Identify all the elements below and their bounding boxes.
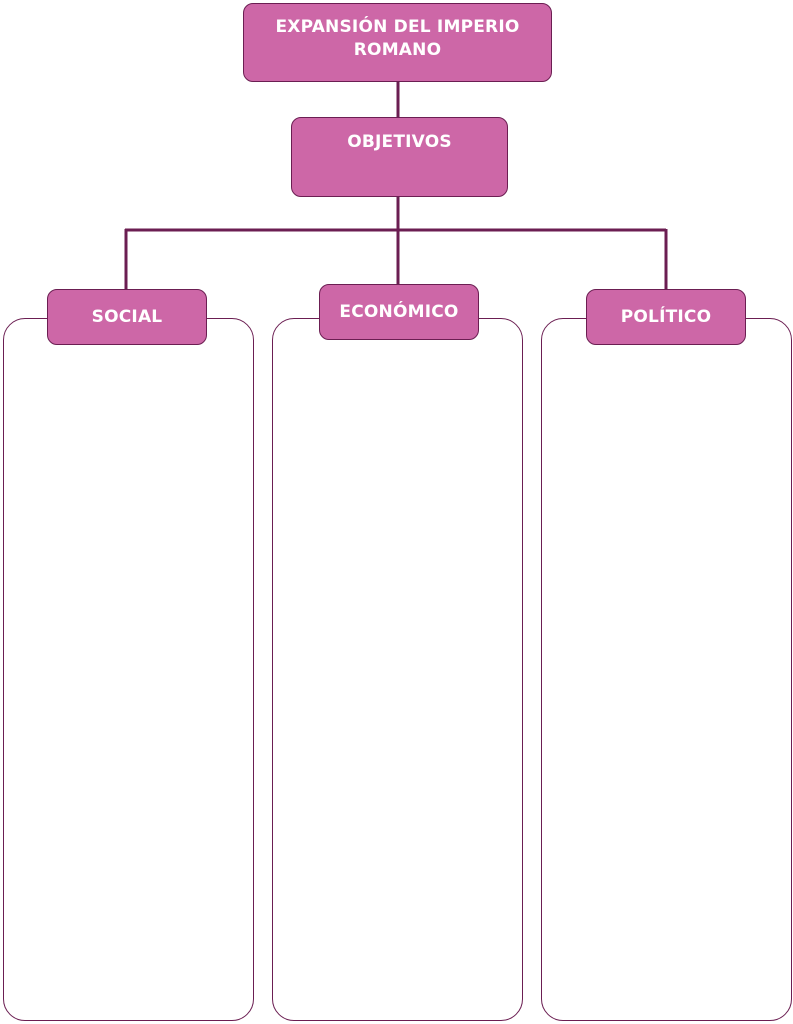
category-politico: POLÍTICO	[586, 289, 746, 345]
category-economico: ECONÓMICO	[319, 284, 479, 340]
politico-content-panel[interactable]	[541, 318, 792, 1021]
title-text: EXPANSIÓN DEL IMPERIO ROMANO	[275, 16, 520, 60]
title-node: EXPANSIÓN DEL IMPERIO ROMANO	[243, 3, 552, 82]
economico-content-panel[interactable]	[272, 318, 523, 1021]
objetivos-node: OBJETIVOS	[291, 117, 508, 197]
social-content-panel[interactable]	[3, 318, 254, 1021]
category-politico-label: POLÍTICO	[620, 307, 712, 327]
category-social: SOCIAL	[47, 289, 207, 345]
category-social-label: SOCIAL	[91, 307, 163, 327]
objetivos-text: OBJETIVOS	[347, 132, 452, 152]
category-economico-label: ECONÓMICO	[339, 302, 459, 322]
